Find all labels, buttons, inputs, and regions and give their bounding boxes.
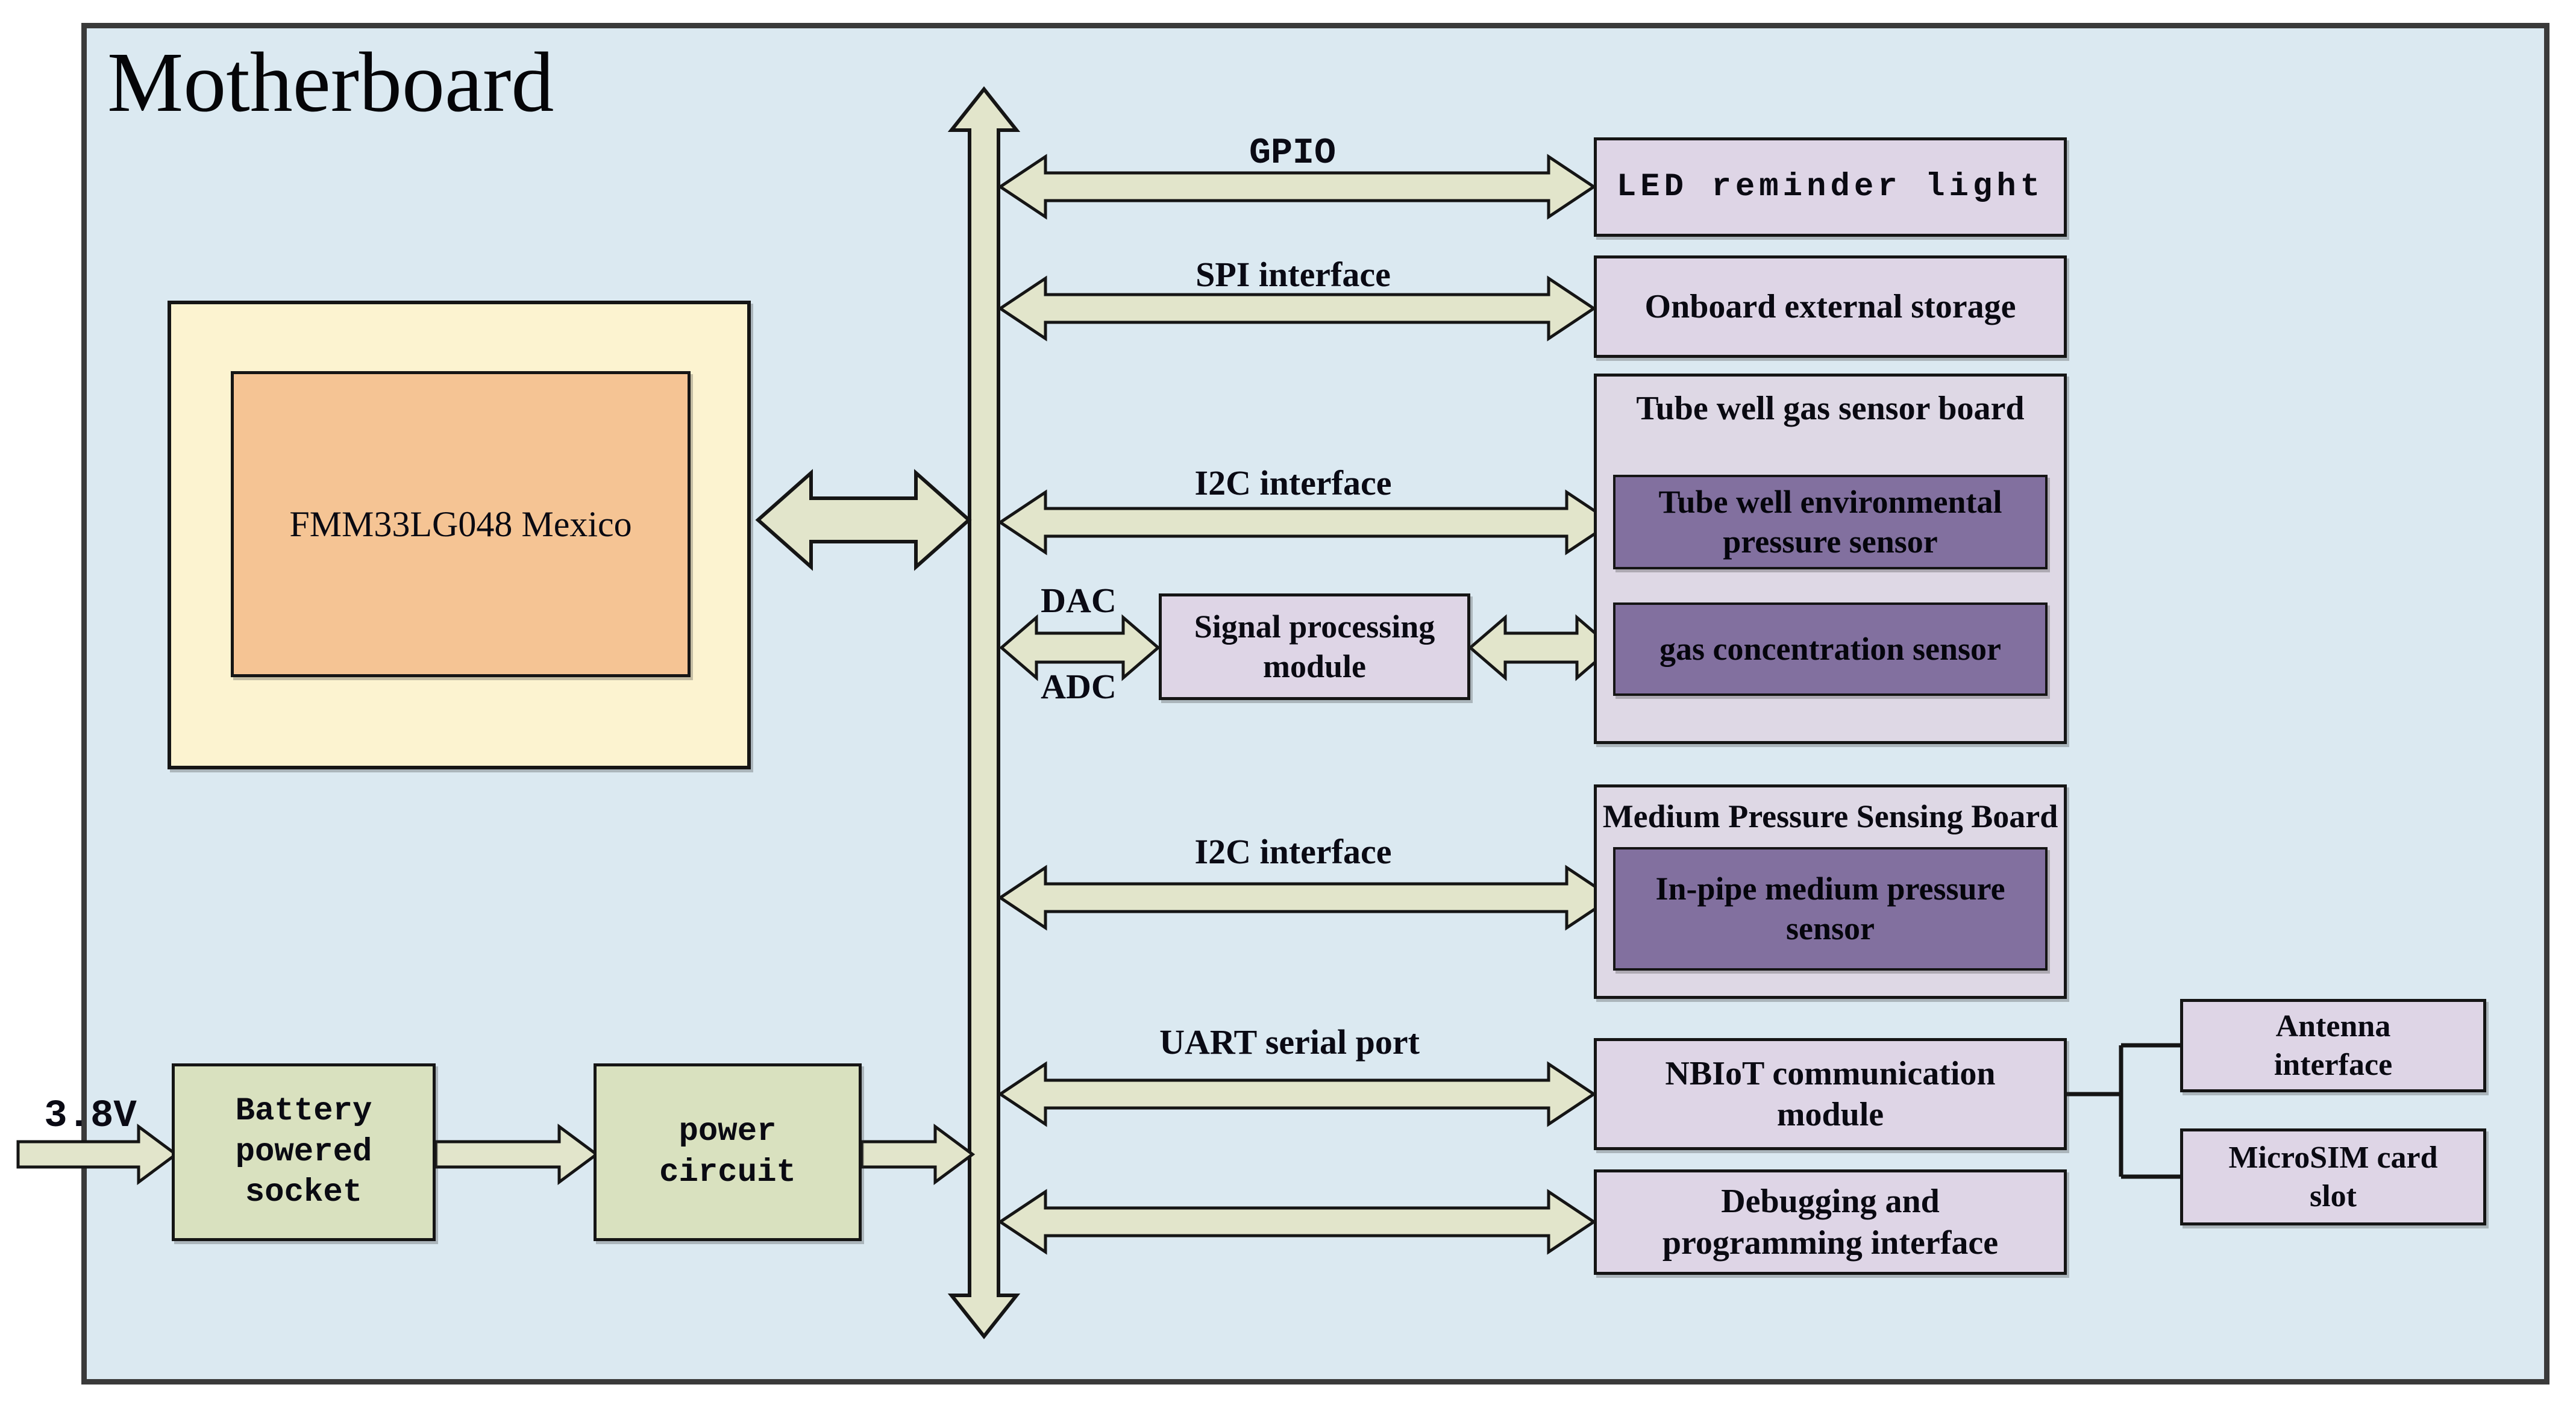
signal-processing-box: Signal processing module	[1159, 593, 1470, 700]
nbiot-antenna-sim-connector	[2066, 1043, 2180, 1179]
adc-label: ADC	[1041, 667, 1117, 706]
battery-socket-box: Battery powered socket	[172, 1063, 436, 1241]
microsim-slot-box: MicroSIM card slot	[2180, 1128, 2486, 1225]
voltage-in-arrow	[16, 1124, 179, 1185]
power-circuit-box: power circuit	[594, 1063, 862, 1241]
dac-label: DAC	[1041, 581, 1117, 620]
inpipe-pressure-sensor-box: In-pipe medium pressure sensor	[1613, 847, 2048, 971]
i2c-medium-label: I2C interface	[1194, 832, 1392, 871]
led-reminder-box: LED reminder light	[1594, 137, 2067, 237]
i2c-gas-label: I2C interface	[1194, 463, 1392, 502]
signal-gas-arrow	[1468, 614, 1614, 681]
nbiot-module-box: NBIoT communication module	[1594, 1038, 2067, 1150]
chip-bus-arrow	[755, 469, 972, 571]
medium-pressure-board-title: Medium Pressure Sensing Board	[1602, 798, 2058, 834]
uart-label: UART serial port	[1159, 1022, 1420, 1062]
uart-arrow	[997, 1061, 1597, 1127]
debug-arrow	[997, 1189, 1597, 1255]
storage-box: Onboard external storage	[1594, 255, 2067, 358]
debug-interface-box: Debugging and programming interface	[1594, 1169, 2067, 1275]
gas-sensor-board-title: Tube well gas sensor board	[1636, 390, 2025, 427]
system-bus-arrow	[947, 86, 1021, 1339]
spi-label: SPI interface	[1196, 255, 1391, 294]
gpio-label: GPIO	[1249, 133, 1337, 174]
tube-pressure-sensor-box: Tube well environmental pressure sensor	[1613, 475, 2048, 569]
battery-to-power-arrow	[434, 1124, 600, 1185]
power-to-bus-arrow	[860, 1124, 976, 1185]
mcu-chip: FMM33LG048 Mexico	[231, 371, 691, 677]
gas-concentration-sensor-box: gas concentration sensor	[1613, 602, 2048, 696]
i2c-medium-arrow	[997, 865, 1615, 931]
dac-adc-arrow	[999, 614, 1161, 681]
voltage-label: 3.8V	[44, 1095, 137, 1138]
page-title: Motherboard	[107, 34, 554, 130]
antenna-interface-box: Antenna interface	[2180, 999, 2486, 1092]
